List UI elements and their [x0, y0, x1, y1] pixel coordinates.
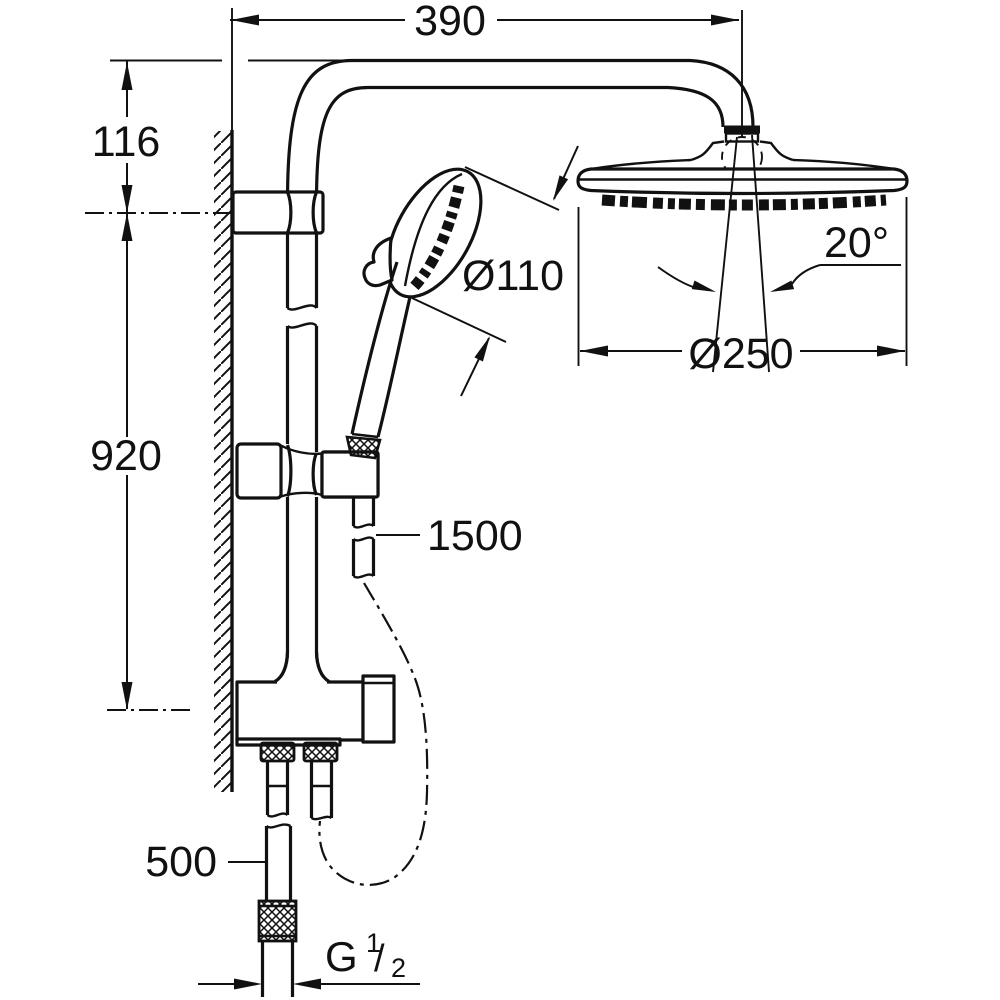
shower-arm-outer: [285, 58, 755, 203]
glider-rail-pinch: [285, 444, 318, 498]
dimension-supply-hose: 500: [145, 838, 266, 886]
rail-tube: [285, 200, 319, 652]
supply-pipe-left: [265, 761, 290, 815]
supply-hose: [264, 826, 293, 901]
thread-numerator: 1: [366, 928, 381, 958]
dimension-shower-hose: 1500: [376, 512, 523, 560]
diverter-body: [235, 680, 365, 742]
glider-left-block: [235, 442, 283, 500]
dim-110-label: Ø110: [462, 252, 564, 300]
head-shower: 20° Ø250: [576, 10, 909, 378]
rail-bottom-fillet: [274, 651, 330, 683]
hand-shower-button: [362, 236, 394, 288]
diverter-knob: [361, 674, 396, 744]
supply-hose-connector: [257, 899, 298, 943]
arrowhead-right: [711, 14, 739, 26]
dimension-thread-size: G 1 / 2: [198, 928, 420, 990]
outlet-nut-left: [259, 741, 296, 763]
spray-cone-lines: [712, 134, 770, 373]
bracket-rail-pinch: [285, 191, 319, 234]
dimension-spray-angle: 20°: [657, 219, 901, 292]
arrowhead-left: [231, 14, 259, 26]
hose-cut-end: [352, 573, 375, 579]
thread-denominator: 2: [391, 953, 406, 983]
hand-shower: Ø110: [320, 145, 579, 579]
hose-loop-phantom: [318, 582, 429, 886]
wall: [214, 130, 234, 792]
thread-letter: G: [325, 933, 358, 980]
dimension-head-shower-diameter: Ø250: [577, 197, 908, 378]
dim-390-label: 390: [414, 0, 486, 45]
dim-1500-label: 1500: [427, 512, 523, 560]
glider-saddle: [280, 444, 323, 498]
dim-20deg-label: 20°: [824, 219, 889, 267]
hand-shower-nozzles: [408, 184, 465, 292]
shower-rail: [231, 58, 755, 683]
rail-break-symbol: [286, 304, 318, 329]
dimension-wall-offset: 116: [85, 59, 352, 214]
head-shower-mount: [690, 140, 794, 162]
shower-arm-inner: [314, 85, 725, 203]
supply-pipe-right: [309, 761, 334, 818]
supply-break-symbol: [265, 812, 292, 829]
dimension-rail-length: 920: [90, 213, 192, 711]
supply-hose-end: [260, 941, 295, 997]
head-shower-dome: [590, 158, 895, 171]
head-shower-nozzles: [601, 194, 887, 211]
bottom-assembly: [235, 582, 429, 997]
dimension-top-width: 390: [230, 0, 739, 130]
hand-shower-cone-nut: [345, 435, 382, 460]
hose-break-symbol: [352, 523, 375, 542]
outlet-nut-right: [302, 741, 339, 763]
dim-250-label: Ø250: [688, 330, 793, 378]
head-shower-rim: [576, 167, 909, 196]
dim-500-label: 500: [145, 838, 217, 886]
thread-slash: /: [374, 938, 385, 980]
hand-shower-face-edge: [403, 172, 463, 287]
dimension-hand-shower-diameter: Ø110: [411, 145, 579, 397]
dim-116-label: 116: [92, 118, 161, 166]
dim-920-label: 920: [90, 432, 162, 480]
hand-shower-hose-lower: [351, 539, 376, 576]
wall-hatching: [214, 131, 232, 792]
